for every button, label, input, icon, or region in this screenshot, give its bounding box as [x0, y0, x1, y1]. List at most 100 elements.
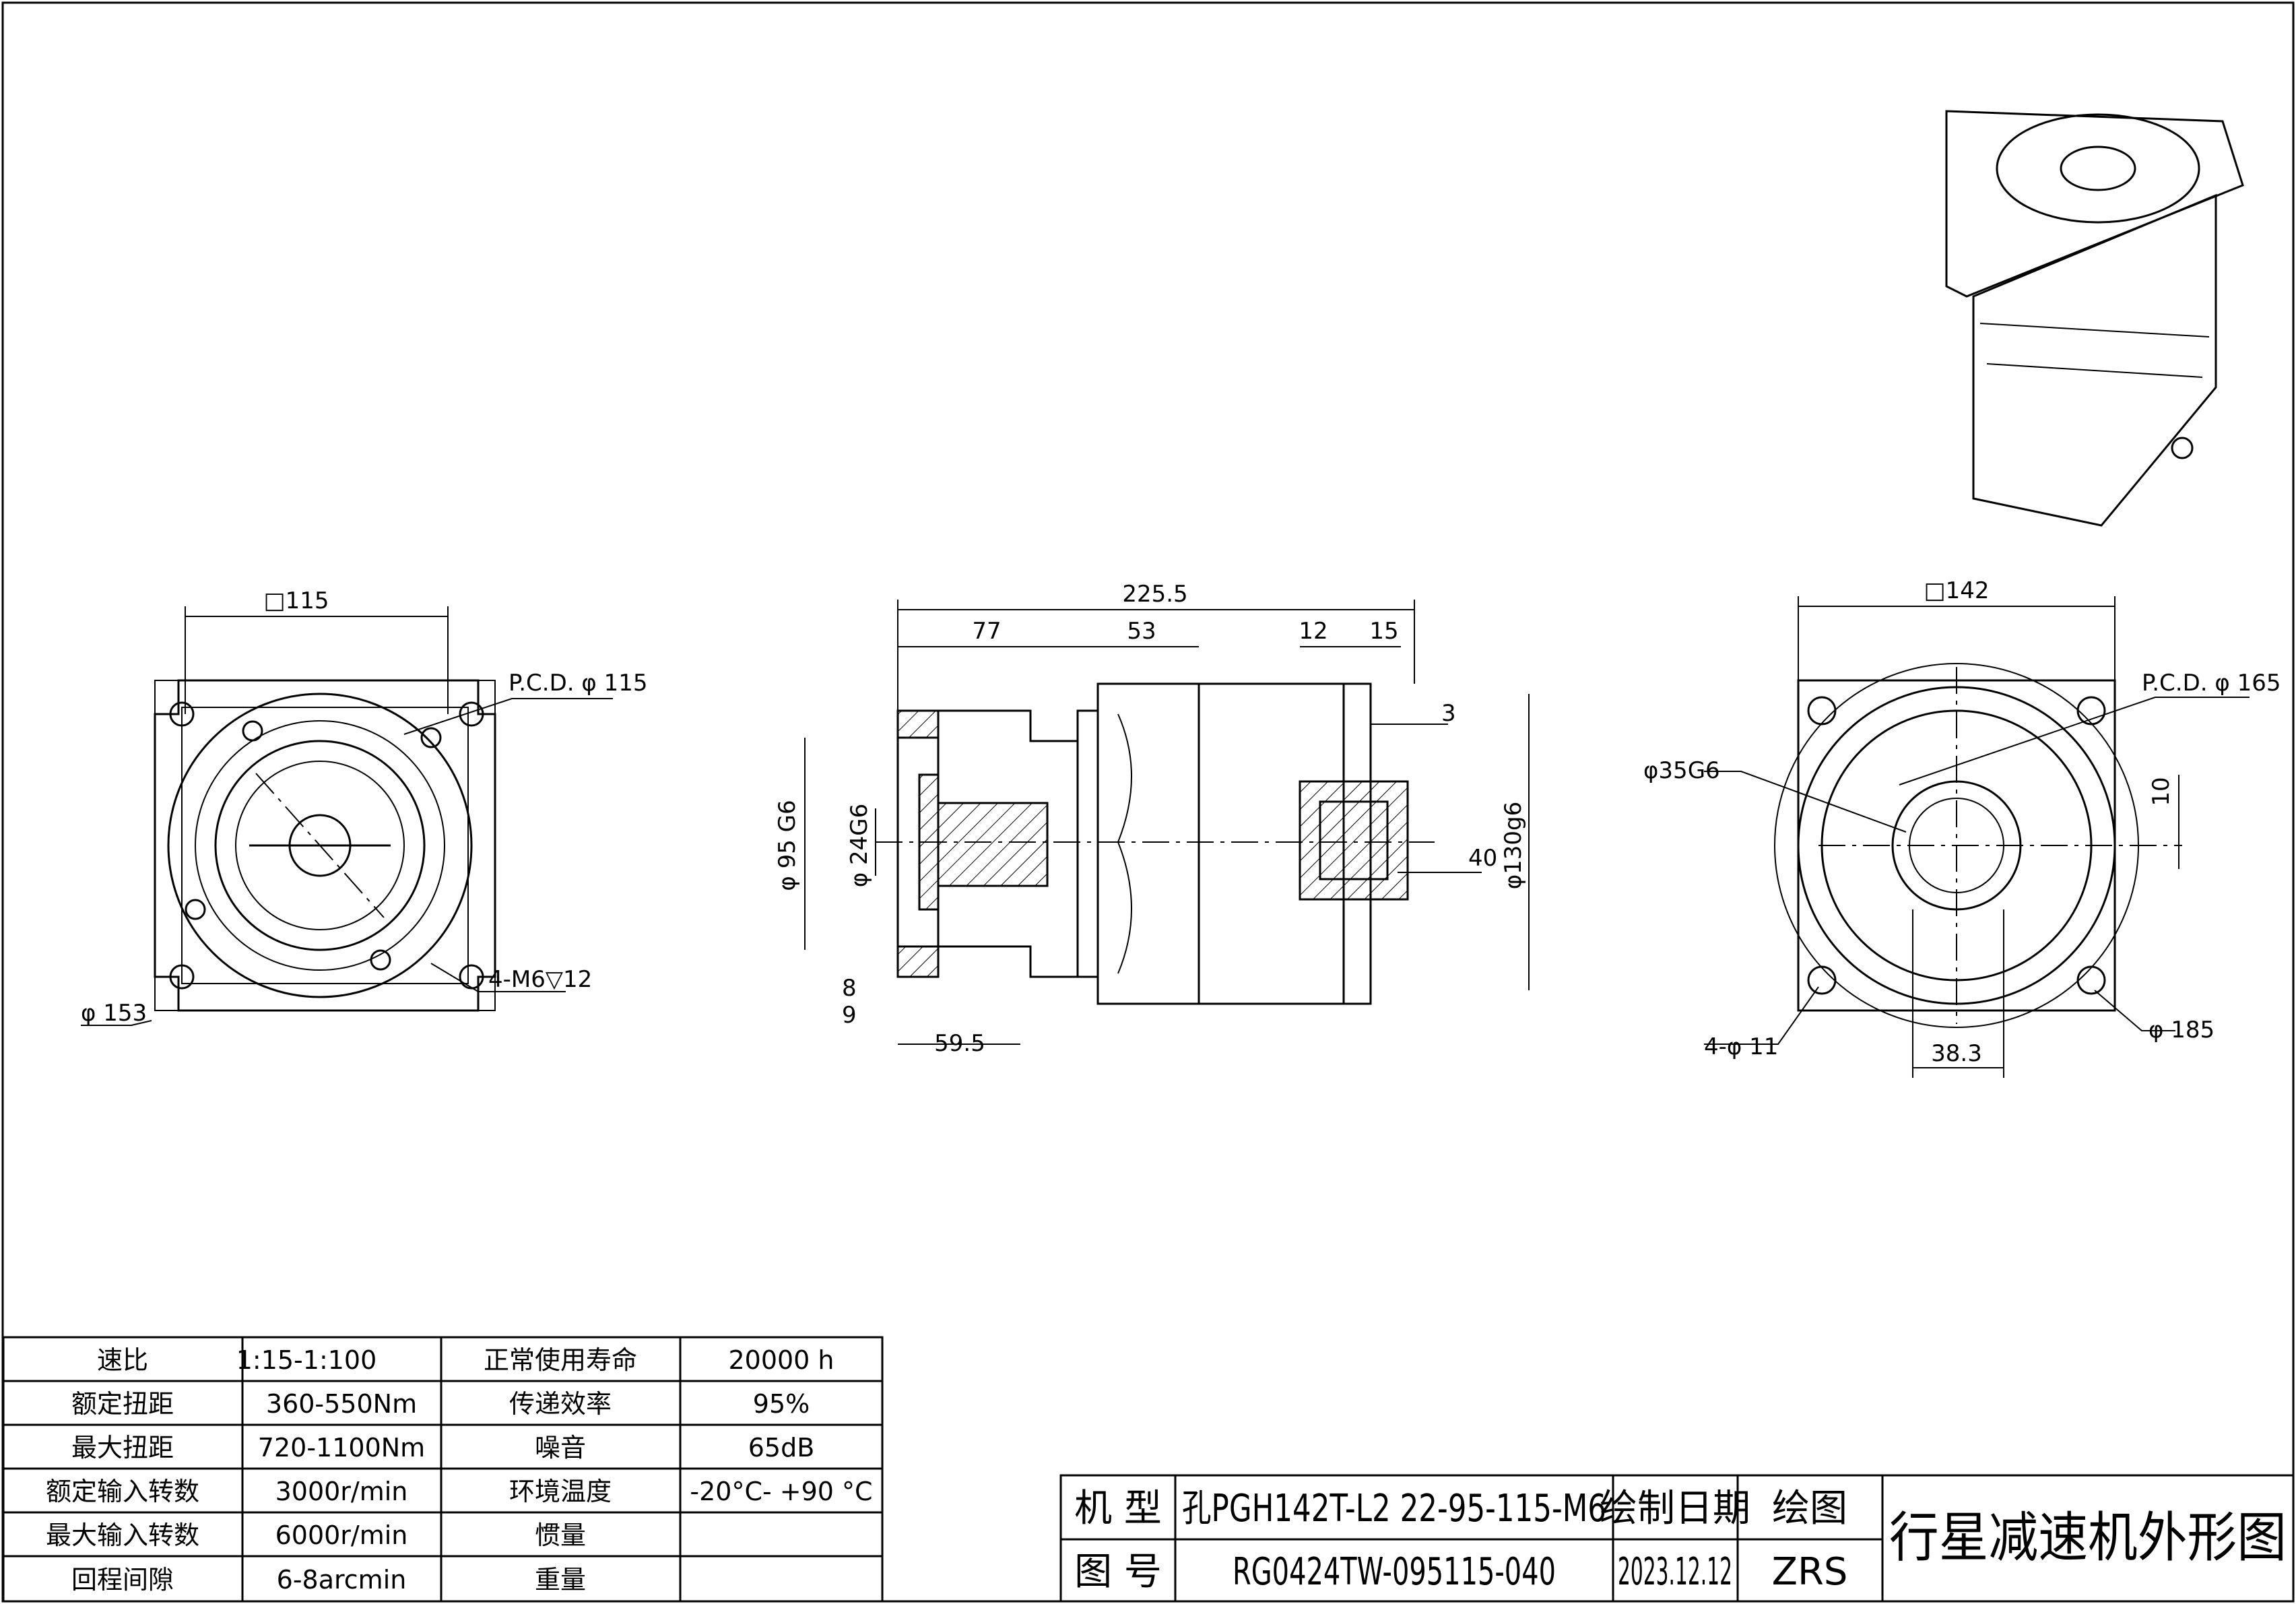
front-square-outline — [154, 680, 496, 1011]
side-input-bore — [1319, 800, 1389, 880]
isometric-view — [1945, 110, 2244, 527]
dim-key-38-3: 38.3 — [1931, 1040, 1982, 1067]
spec-cell: 3000r/min — [275, 1477, 408, 1506]
model-label: 机 型 — [1074, 1487, 1162, 1531]
spec-cell: 65dB — [748, 1433, 815, 1463]
dim-225-5: 225.5 — [1122, 581, 1187, 608]
front-tapped-hole — [370, 949, 391, 971]
front-tapped-hole — [242, 720, 263, 742]
dim-130-g6: φ130g6 — [1500, 802, 1527, 890]
front-corner-hole — [169, 701, 195, 727]
rear-view: □142 P.C.D. φ 165 φ35G6 10 4-φ 11 φ 185 … — [1643, 577, 2281, 1078]
dim-12: 12 — [1299, 618, 1327, 645]
rear-corner-hole — [2076, 696, 2106, 726]
iso-top-face — [1996, 113, 2200, 224]
front-center-diag — [255, 773, 385, 918]
iso-body — [1972, 193, 2217, 527]
front-leader — [430, 963, 566, 992]
spec-table: 速比 1:15-1:100 正常使用寿命 20000 h 额定扭距 360-55… — [2, 1336, 884, 1603]
spec-cell: 360-550Nm — [266, 1389, 417, 1419]
rear-leader — [1899, 697, 2250, 785]
date-value: 2023.12.12 — [1618, 1550, 1732, 1594]
dim-53: 53 — [1127, 618, 1156, 645]
dim-dia-153: φ 153 — [81, 1000, 147, 1027]
dim-59-5: 59.5 — [934, 1030, 985, 1057]
spec-cell: 重量 — [535, 1565, 586, 1595]
spec-cell: 噪音 — [535, 1433, 586, 1463]
front-pilot-inner — [235, 761, 405, 930]
number-label: 图 号 — [1074, 1550, 1162, 1594]
spec-cell: 最大扭距 — [71, 1433, 174, 1463]
iso-hole — [2171, 437, 2194, 459]
side-input-section — [1299, 780, 1409, 901]
dim-pcd-165: P.C.D. φ 165 — [2142, 670, 2281, 697]
spec-cell: 20000 h — [728, 1345, 834, 1375]
front-square-inner — [181, 707, 469, 984]
iso-band — [1979, 323, 2210, 378]
spec-cell: 6000r/min — [275, 1520, 408, 1550]
dim-dia-185: φ 185 — [2149, 1017, 2215, 1044]
spec-cell: -20°C- +90 °C — [690, 1477, 872, 1506]
spec-cell: 惯量 — [535, 1520, 586, 1550]
front-pilot-circle — [214, 740, 426, 951]
dim-holes-11: 4-φ 11 — [1704, 1033, 1778, 1060]
dim-holes-m6: 4-M6▽12 — [488, 966, 592, 993]
iso-flange-top — [1945, 110, 2244, 298]
dim-square-115: □115 — [263, 587, 329, 614]
rear-leader — [1704, 771, 1907, 833]
rear-corner-hole — [2076, 965, 2106, 995]
dim-bore-35: φ35G6 — [1643, 757, 1720, 784]
rear-leader — [1704, 986, 1819, 1045]
dim-square-142: □142 — [1924, 577, 1989, 604]
dim-15: 15 — [1369, 618, 1398, 645]
spec-cell: 额定输入转数 — [46, 1477, 199, 1506]
spec-cell: 环境温度 — [509, 1477, 612, 1506]
spec-cell: 95% — [753, 1389, 810, 1419]
front-leader — [403, 698, 613, 735]
dim-8: 8 — [842, 975, 857, 1002]
date-label: 绘制日期 — [1600, 1487, 1750, 1531]
iso-bore — [2060, 146, 2136, 191]
drawer-label: 绘图 — [1772, 1487, 1847, 1531]
spec-cell: 回程间隙 — [71, 1565, 174, 1595]
spec-cell: 额定扭距 — [71, 1389, 174, 1419]
dim-95-g6: φ 95 G6 — [774, 800, 801, 891]
spec-cell: 720-1100Nm — [258, 1433, 425, 1463]
side-housing-2 — [1096, 682, 1200, 1005]
number-value: RG0424TW-095115-040 — [1233, 1550, 1556, 1594]
spec-cell: 最大输入转数 — [46, 1520, 199, 1550]
front-body-circle — [167, 693, 473, 998]
drawer-value: ZRS — [1772, 1550, 1848, 1594]
spec-cell: 1:15-1:100 — [236, 1345, 377, 1375]
side-hatch — [896, 945, 940, 978]
dim-40: 40 — [1468, 845, 1497, 872]
side-view: 225.5 77 53 12 15 3 φ 95 G6 φ 24G6 φ130g… — [774, 581, 1530, 1057]
dim-77: 77 — [972, 618, 1001, 645]
rear-corner-hole — [1807, 965, 1837, 995]
rear-leader — [2094, 990, 2175, 1031]
front-tapped-hole — [420, 727, 442, 748]
front-corner-hole — [169, 964, 195, 990]
side-ring — [1076, 709, 1099, 978]
spec-cell: 传递效率 — [509, 1389, 612, 1419]
front-view: □115 P.C.D. φ 115 φ 153 4-M6▽12 — [81, 587, 648, 1027]
side-hatch — [896, 709, 940, 739]
side-curve — [1117, 713, 1132, 974]
front-pcd-circle — [195, 720, 445, 971]
front-corner-hole — [459, 701, 484, 727]
spec-cell: 速比 — [97, 1345, 148, 1375]
front-tapped-hole — [185, 899, 206, 920]
spec-cell: 6-8arcmin — [277, 1565, 407, 1595]
drawing-title: 行星减速机外形图 — [1889, 1506, 2287, 1569]
dim-24-g6: φ 24G6 — [846, 804, 873, 887]
title-block: 机 型 孔PGH142T-L2 22-95-115-M6 绘制日期 绘图 图 号… — [1059, 1474, 2295, 1603]
dim-9: 9 — [842, 1002, 857, 1029]
dim-pcd-115: P.C.D. φ 115 — [509, 670, 648, 697]
front-leader — [81, 1020, 152, 1026]
spec-cell: 正常使用寿命 — [484, 1345, 637, 1375]
model-value: 孔PGH142T-L2 22-95-115-M6 — [1182, 1487, 1606, 1531]
dim-3: 3 — [1441, 700, 1456, 727]
rear-corner-hole — [1807, 696, 1837, 726]
